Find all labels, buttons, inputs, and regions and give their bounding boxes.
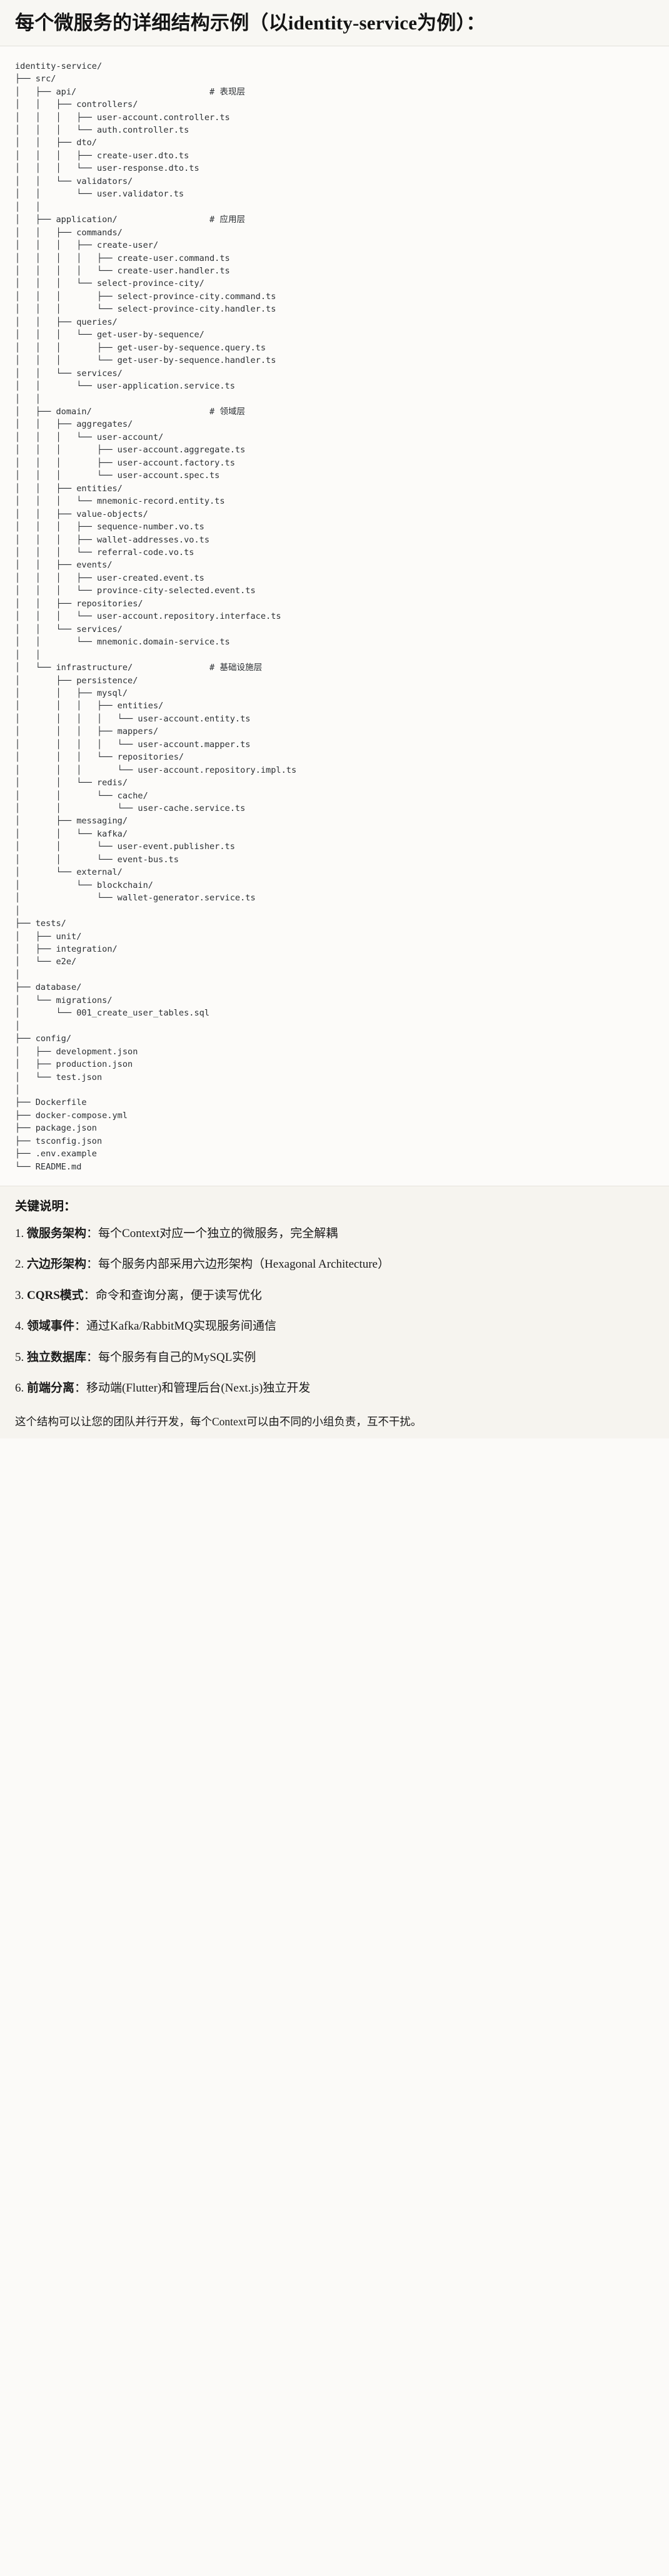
key-point-number: 1.: [15, 1226, 24, 1240]
key-point-separator: ：: [86, 1226, 99, 1240]
key-point-term: 独立数据库: [27, 1350, 87, 1364]
key-point-description: 每个服务有自己的MySQL实例: [98, 1350, 256, 1364]
key-point-term: CQRS模式: [27, 1288, 84, 1302]
directory-tree: identity-service/ ├── src/ │ ├── api/ # …: [15, 61, 297, 1172]
key-point-number: 6.: [15, 1382, 24, 1395]
key-points-title: 关键说明：: [15, 1200, 76, 1214]
key-point-separator: ：: [74, 1320, 87, 1333]
key-point-number: 2.: [15, 1258, 24, 1271]
directory-tree-block: identity-service/ ├── src/ │ ├── api/ # …: [0, 46, 669, 1187]
page-title: 每个微服务的详细结构示例（以identity-service为例）：: [15, 12, 486, 34]
key-point-description: 命令和查询分离，便于读写优化: [95, 1288, 262, 1302]
document-header: 每个微服务的详细结构示例（以identity-service为例）：: [0, 0, 669, 46]
key-point-description: 通过Kafka/RabbitMQ实现服务间通信: [86, 1320, 277, 1333]
key-point-term: 六边形架构: [27, 1258, 87, 1271]
key-point-term: 领域事件: [27, 1320, 75, 1333]
key-point-separator: ：: [74, 1382, 87, 1395]
document-page: 每个微服务的详细结构示例（以identity-service为例）： ident…: [0, 0, 669, 1439]
key-point-separator: ：: [86, 1350, 99, 1364]
key-point-term: 前端分离: [27, 1382, 75, 1395]
key-point-number: 4.: [15, 1320, 24, 1333]
key-points-footnote: 这个结构可以让您的团队并行开发，每个Context可以由不同的小组负责，互不干扰…: [15, 1415, 422, 1428]
key-point-item: 3. CQRS模式：命令和查询分离，便于读写优化: [15, 1287, 654, 1305]
key-point-description: 移动端(Flutter)和管理后台(Next.js)独立开发: [86, 1382, 311, 1395]
key-point-description: 每个Context对应一个独立的微服务，完全解耦: [98, 1226, 338, 1240]
key-point-item: 1. 微服务架构：每个Context对应一个独立的微服务，完全解耦: [15, 1225, 654, 1243]
key-point-item: 2. 六边形架构：每个服务内部采用六边形架构（Hexagonal Archite…: [15, 1256, 654, 1273]
key-point-item: 4. 领域事件：通过Kafka/RabbitMQ实现服务间通信: [15, 1318, 654, 1335]
key-point-number: 3.: [15, 1288, 24, 1302]
key-point-separator: ：: [83, 1288, 96, 1302]
key-point-number: 5.: [15, 1350, 24, 1364]
key-point-item: 5. 独立数据库：每个服务有自己的MySQL实例: [15, 1349, 654, 1367]
key-point-separator: ：: [86, 1258, 99, 1271]
key-point-description: 每个服务内部采用六边形架构（Hexagonal Architecture）: [98, 1258, 390, 1271]
key-point-term: 微服务架构: [27, 1226, 87, 1240]
key-point-item: 6. 前端分离：移动端(Flutter)和管理后台(Next.js)独立开发: [15, 1380, 654, 1397]
